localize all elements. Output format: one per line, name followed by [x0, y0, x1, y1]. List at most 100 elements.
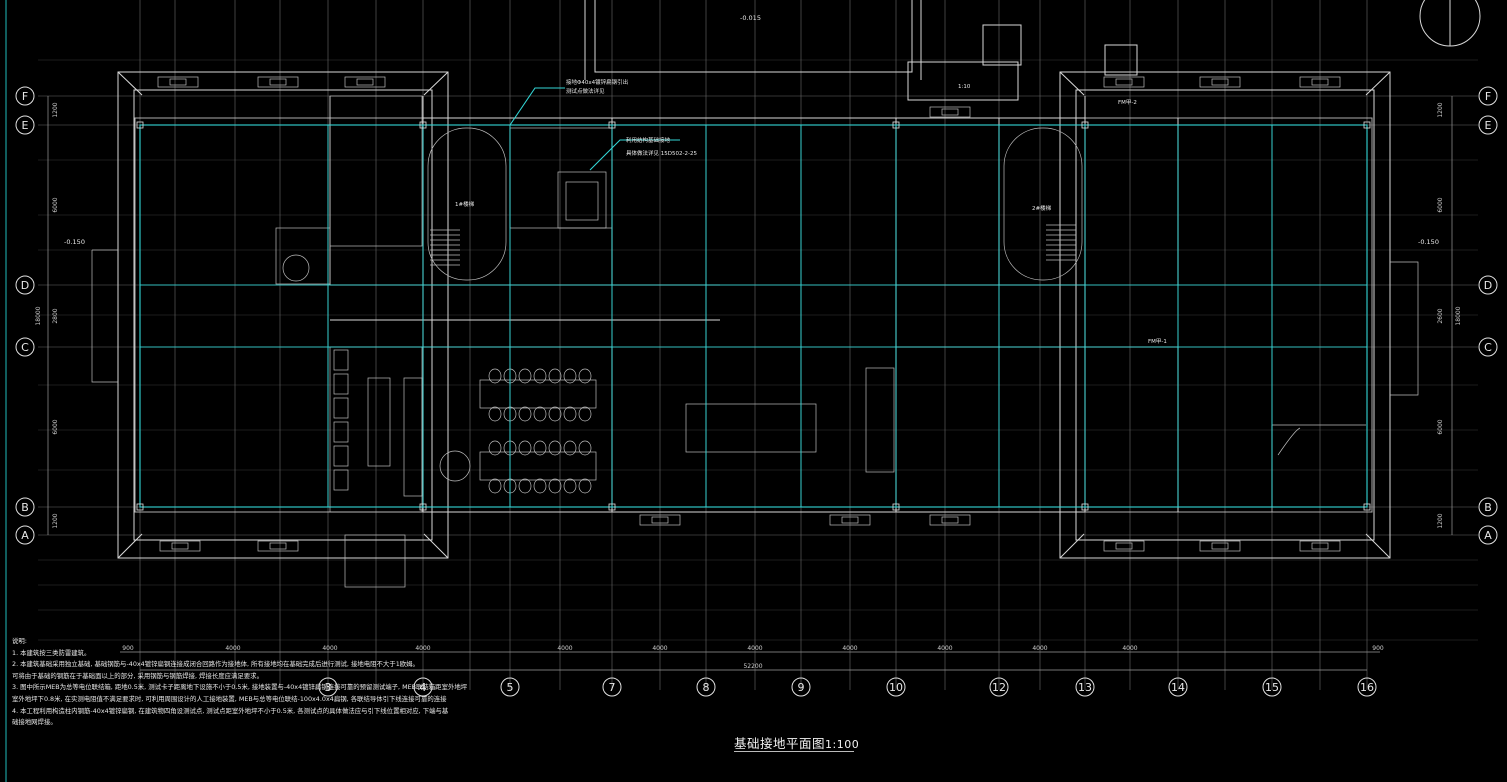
window-mark: [929, 106, 971, 118]
axis-bubble-left-D: D: [15, 275, 35, 295]
axis-bubble-right-E-circle: [1478, 115, 1498, 135]
chair: [518, 478, 532, 494]
axis-bubble-col-14-circle: [1168, 677, 1188, 697]
door-mark-fm1: FM甲-1: [1148, 338, 1167, 345]
ground-point: [608, 503, 616, 511]
note-4: 4. 本工程利用构造柱内钢筋-40x4镀锌扁钢, 在建筑物四角设测试点, 测试点…: [12, 706, 449, 715]
axis-bubble-col-12-circle: [989, 677, 1009, 697]
note-2: 2. 本建筑基础采用独立基础, 基础钢筋与-40x4镀锌扁钢连接成闭合回路作为接…: [12, 660, 419, 669]
chair: [563, 440, 577, 456]
wall-chamfer: [117, 71, 143, 96]
window-inner: [941, 516, 959, 524]
window-inner: [1311, 542, 1329, 550]
window-mark: [257, 76, 299, 88]
ground-point: [892, 503, 900, 511]
callout-detail-ref: 具体做法详见 15D502-2-25: [626, 149, 697, 157]
window-mark: [1103, 76, 1145, 88]
accessible-toilet: [275, 227, 331, 285]
dim-label-right: 1200: [1437, 513, 1444, 528]
axis-bubble-col-15-circle: [1262, 677, 1282, 697]
window-mark: [1103, 540, 1145, 552]
room-details: [91, 76, 1419, 588]
ground-point: [419, 121, 427, 129]
window-mark: [829, 514, 871, 526]
chair: [518, 406, 532, 422]
window-mark: [1199, 76, 1241, 88]
kitchen-unit: [333, 421, 349, 443]
axis-bubble-col-3-circle: [318, 677, 338, 697]
axis-gridlines: [38, 0, 1478, 690]
wall-chamfer: [423, 71, 449, 96]
chair: [578, 368, 592, 384]
axis-bubble-right-F: F: [1478, 86, 1498, 106]
wall-chamfer: [1365, 533, 1391, 559]
window-mark: [344, 76, 386, 88]
window-inner: [1115, 542, 1133, 550]
dining-table-1: [479, 379, 597, 409]
dim-label-right: 6000: [1437, 419, 1444, 434]
chair: [488, 478, 502, 494]
elevator-car: [565, 181, 599, 221]
axis-bubble-right-D-circle: [1478, 275, 1498, 295]
dining-table-2: [479, 451, 597, 481]
axis-bubble-col-7-circle: [602, 677, 622, 697]
axis-bubble-right-B-label: B: [1484, 501, 1492, 514]
ground-point: [136, 121, 144, 129]
axis-bubble-col-13-label: 13: [1078, 681, 1092, 694]
ground-point: [892, 121, 900, 129]
stair-1-label: 1#楼梯: [455, 200, 475, 208]
kitchen-unit: [333, 445, 349, 467]
chair: [533, 478, 547, 494]
lobby-desk: [685, 403, 817, 453]
dim-label-bottom: 4000: [1032, 645, 1047, 652]
axis-bubble-right-E-label: E: [1485, 119, 1492, 132]
axis-bubble-right-A-label: A: [1484, 529, 1492, 542]
dim-label-bottom: 4000: [652, 645, 667, 652]
callout-test-point: 测试点做法详见: [566, 87, 605, 95]
axis-bubble-col-4-circle: [413, 677, 433, 697]
axis-bubble-col-14: 14: [1168, 677, 1188, 697]
ground-point: [1081, 503, 1089, 511]
dim-label-left: 2800: [52, 308, 59, 323]
stair-1-enclosure: [427, 127, 507, 281]
ground-callout-leader-2: [589, 139, 680, 171]
window-mark: [1299, 540, 1341, 552]
chair: [488, 368, 502, 384]
wall-chamfer: [1365, 71, 1391, 96]
design-notes: 说明: 1. 本建筑按三类防雷建筑。 2. 本建筑基础采用独立基础, 基础钢筋与…: [12, 636, 532, 729]
dim-label-bottom: 4000: [322, 645, 337, 652]
window-inner: [356, 78, 374, 86]
ground-point: [1363, 503, 1371, 511]
axis-bubble-left-A-circle: [15, 525, 35, 545]
axis-bubble-left-F: F: [15, 86, 35, 106]
axis-bubble-left-E-circle: [15, 115, 35, 135]
axis-bubble-left-A-label: A: [21, 529, 29, 542]
entrance-right: [1390, 261, 1419, 396]
dim-label-bottom: 4000: [1122, 645, 1137, 652]
note-2b: 可将由于基础的钢筋在于基础面以上的部分, 采用钢筋与钢筋焊接, 焊接长度应满足要…: [12, 671, 263, 680]
axis-bubble-col-10: 10: [886, 677, 906, 697]
dim-label-right: 2600: [1437, 308, 1444, 323]
axis-bubble-right-C-label: C: [1484, 341, 1492, 354]
axis-bubble-col-5: 5: [500, 677, 520, 697]
elevator-shaft: [557, 171, 607, 229]
window-mark: [157, 76, 199, 88]
kitchen-unit: [333, 373, 349, 395]
callout-foundation-ground: 利用结构基础接地: [626, 136, 671, 144]
axis-bubble-left-E-label: E: [22, 119, 29, 132]
wall-ramp: [907, 61, 1019, 101]
window-mark: [1299, 76, 1341, 88]
dim-label-right: 1200: [1437, 102, 1444, 117]
axis-bubble-col-16-circle: [1357, 677, 1377, 697]
chair: [548, 368, 562, 384]
title-underline: [734, 751, 854, 752]
ramp-slope: 1:10: [958, 84, 971, 90]
axis-bubble-col-5-circle: [500, 677, 520, 697]
axis-bubble-col-4-label: 4: [420, 681, 427, 694]
axis-bubble-col-7: 7: [602, 677, 622, 697]
chair: [488, 440, 502, 456]
axis-bubble-left-C-circle: [15, 337, 35, 357]
